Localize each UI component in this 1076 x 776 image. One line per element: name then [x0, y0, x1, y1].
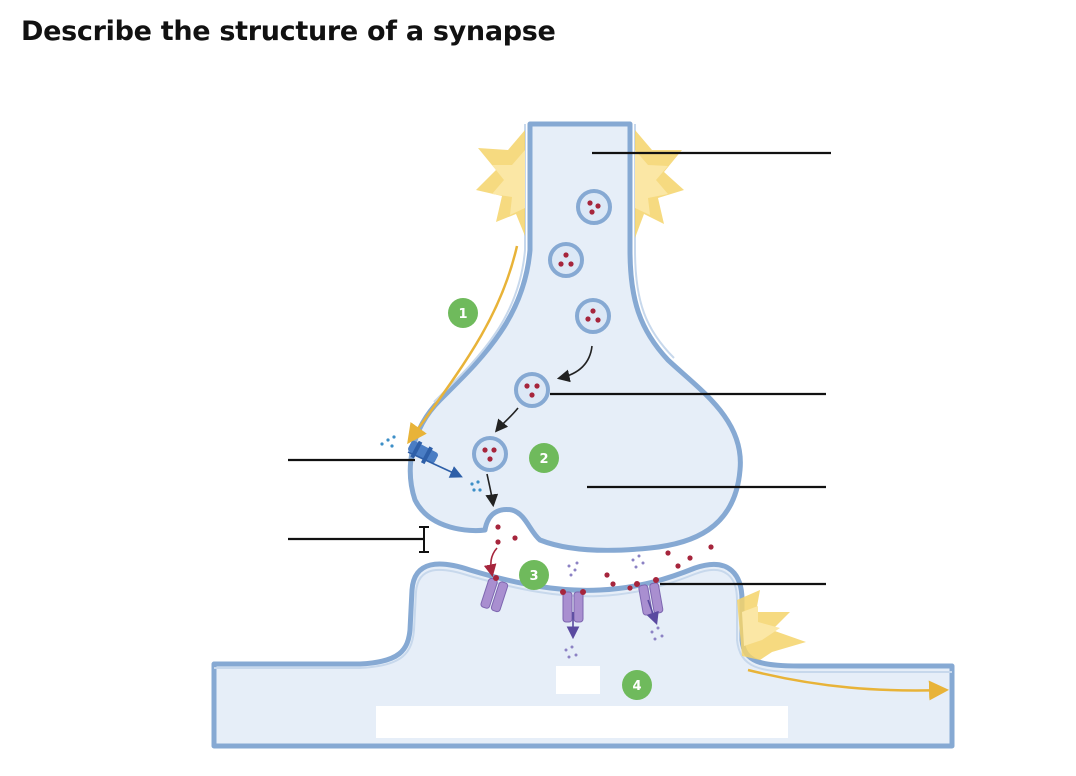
- label-blank-box: [376, 706, 788, 738]
- action-potential-burst-icon: [476, 130, 525, 236]
- step-badge-4: 4: [622, 670, 652, 700]
- svg-text:1: 1: [458, 307, 467, 322]
- synaptic-vesicle-icon: [548, 242, 584, 278]
- synaptic-cleft-bracket: [419, 526, 429, 553]
- action-potential-burst-icon: [737, 590, 806, 660]
- signal-arrow-4: [747, 668, 949, 701]
- svg-text:2: 2: [539, 452, 548, 467]
- calcium-ions: [380, 435, 482, 492]
- calcium-influx-arrow: [407, 451, 463, 478]
- page-title: Describe the structure of a synapse: [21, 16, 556, 47]
- vesicle-movement-arrow: [485, 473, 499, 508]
- step-badge-3: 3: [519, 560, 549, 590]
- ion-flow-arrow: [646, 599, 659, 626]
- synaptic-vesicle-icon: [472, 436, 508, 472]
- svg-text:3: 3: [529, 569, 538, 584]
- signal-arrow-1: [407, 245, 519, 445]
- synaptic-vesicle-icon: [514, 372, 550, 408]
- vesicle-movement-arrow: [556, 345, 593, 383]
- label-blank-box: [556, 666, 600, 694]
- action-potential-burst-icon: [635, 130, 684, 238]
- synaptic-vesicle-icon: [576, 189, 612, 225]
- receptor-channel-icon: [480, 575, 509, 613]
- step-badge-1: 1: [448, 298, 478, 328]
- ions: [564, 554, 664, 659]
- receptor-channel-icon: [634, 577, 664, 616]
- synaptic-vesicle-icon: [575, 298, 611, 334]
- step-badge-2: 2: [529, 443, 559, 473]
- svg-text:4: 4: [632, 679, 641, 694]
- receptor-channel-icon: [560, 589, 586, 623]
- neurotransmitter-molecules: [495, 524, 714, 591]
- release-arrow: [483, 547, 498, 578]
- vesicle-movement-arrow: [494, 407, 519, 433]
